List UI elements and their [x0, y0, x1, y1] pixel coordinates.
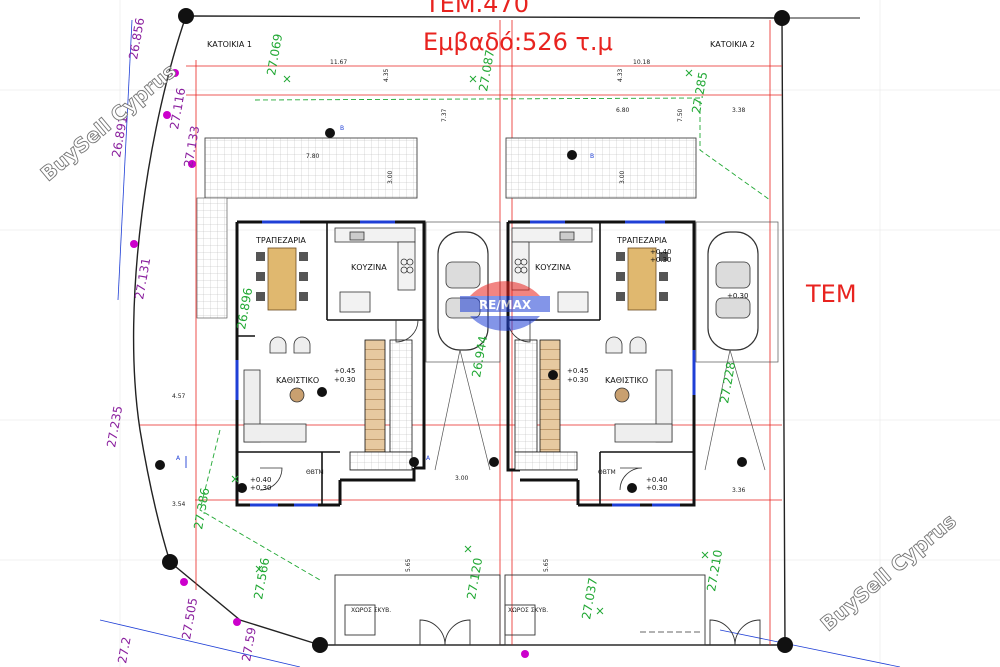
section-marker-a-left: A: [176, 455, 187, 468]
terrace-house-1: [204, 137, 418, 199]
level-1c: +0.40: [250, 476, 271, 484]
svg-text:3.00: 3.00: [387, 170, 394, 184]
kitchen-house-2: [511, 227, 593, 313]
svg-text:27.59: 27.59: [239, 626, 259, 662]
plot-number-title: ΤΕΜ.470: [424, 0, 529, 18]
room-kitchen-1: ΚΟΥΖΙΝΑ: [351, 263, 387, 272]
doors: [259, 319, 643, 491]
house-1-label: ΚΑΤΟΙΚΙΑ 1: [207, 40, 252, 49]
green-dashed-line-2: [199, 429, 321, 581]
house-2-label: ΚΑΤΟΙΚΙΑ 2: [710, 40, 755, 49]
svg-text:3.38: 3.38: [732, 107, 746, 114]
stairs-house-1-left: [364, 339, 386, 453]
green-dashed-line: [254, 97, 771, 201]
svg-text:5.65: 5.65: [543, 558, 550, 572]
svg-text:A: A: [426, 455, 431, 462]
car-2: [707, 231, 759, 351]
svg-text:3.36: 3.36: [732, 487, 746, 494]
stair-landing-house-1: [349, 451, 413, 471]
side-terrace: [196, 197, 228, 319]
front-yard: [334, 574, 761, 646]
stairs-house-2-right: [539, 339, 561, 453]
svg-text:3.00: 3.00: [455, 475, 469, 482]
svg-text:RE/MAX: RE/MAX: [479, 298, 532, 312]
room-dining-1: ΤΡΑΠΕΖΑΡΙΑ: [255, 236, 306, 245]
svg-text:B: B: [590, 153, 594, 160]
room-living-1: ΚΑΘΙΣΤΙΚΟ: [276, 376, 319, 385]
elevation-crosses: [231, 69, 709, 615]
room-dining-2: ΤΡΑΠΕΖΑΡΙΑ: [616, 236, 667, 245]
dining-table-house-1: [256, 247, 308, 311]
room-kitchen-2: ΚΟΥΖΙΝΑ: [535, 263, 571, 272]
level-2g: +0.30: [727, 292, 748, 300]
level-2d: +0.30: [646, 484, 667, 492]
level-1a: +0.45: [334, 367, 355, 375]
svg-text:11.67: 11.67: [330, 59, 347, 66]
svg-text:4.57: 4.57: [172, 393, 186, 400]
level-2b: +0.30: [567, 376, 588, 384]
house-1-windows: [235, 220, 395, 507]
svg-text:3.00: 3.00: [619, 170, 626, 184]
stair-landing-house-2: [514, 451, 578, 471]
sofa-house-2: [605, 336, 673, 443]
level-2c: +0.40: [646, 476, 667, 484]
svg-text:A: A: [176, 455, 181, 462]
terrace-house-2: [505, 137, 697, 199]
dining-table-house-2: [616, 247, 668, 311]
storage-1: ΧΩΡΟΣ ΣΚΥΒ.: [351, 607, 391, 614]
survey-points: [130, 69, 529, 658]
section-marker-a-right: A: [426, 455, 431, 462]
storage-2: ΧΩΡΟΣ ΣΚΥΒ.: [508, 607, 548, 614]
room-wc-2: ΘΒΤΜ: [598, 469, 616, 476]
svg-text:7.50: 7.50: [677, 108, 684, 122]
section-marker-b-top-1: B: [340, 125, 344, 132]
plot-area-title: Εμβαδό:526 τ.μ: [423, 28, 613, 56]
sofa-house-1: [243, 336, 311, 443]
svg-text:5.65: 5.65: [405, 558, 412, 572]
dimension-labels: 11.67 10.18 4.35 4.33 7.37 7.50 6.80 3.3…: [172, 59, 746, 572]
stairs-house-1-right: [389, 339, 413, 453]
level-1b: +0.30: [334, 376, 355, 384]
svg-text:4.33: 4.33: [617, 68, 624, 82]
house-1-inner-walls: [237, 222, 424, 505]
neighbour-plot-label: ΤΕΜ: [805, 280, 857, 308]
svg-text:27.2: 27.2: [115, 636, 133, 665]
kitchen-house-1: [334, 227, 416, 313]
stairs-house-2-left: [514, 339, 538, 453]
svg-text:7.37: 7.37: [441, 108, 448, 122]
level-2e: +0.40: [650, 248, 671, 256]
svg-text:7.80: 7.80: [306, 153, 320, 160]
room-wc-1: ΘΒΤΜ: [306, 469, 324, 476]
svg-text:10.18: 10.18: [633, 59, 650, 66]
remax-logo: RE/MAX: [460, 281, 550, 331]
svg-text:B: B: [340, 125, 344, 132]
blue-lines: [99, 19, 901, 667]
section-marker-b-top-2: B: [590, 153, 594, 160]
svg-text:3.54: 3.54: [172, 501, 186, 508]
level-1d: +0.30: [250, 484, 271, 492]
house-2-windows: [530, 220, 696, 507]
svg-text:6.80: 6.80: [616, 107, 630, 114]
room-living-2: ΚΑΘΙΣΤΙΚΟ: [605, 376, 648, 385]
svg-text:4.35: 4.35: [383, 68, 390, 82]
level-2a: +0.45: [567, 367, 588, 375]
boundary-points: [155, 8, 793, 653]
level-2f: +0.30: [650, 256, 671, 264]
